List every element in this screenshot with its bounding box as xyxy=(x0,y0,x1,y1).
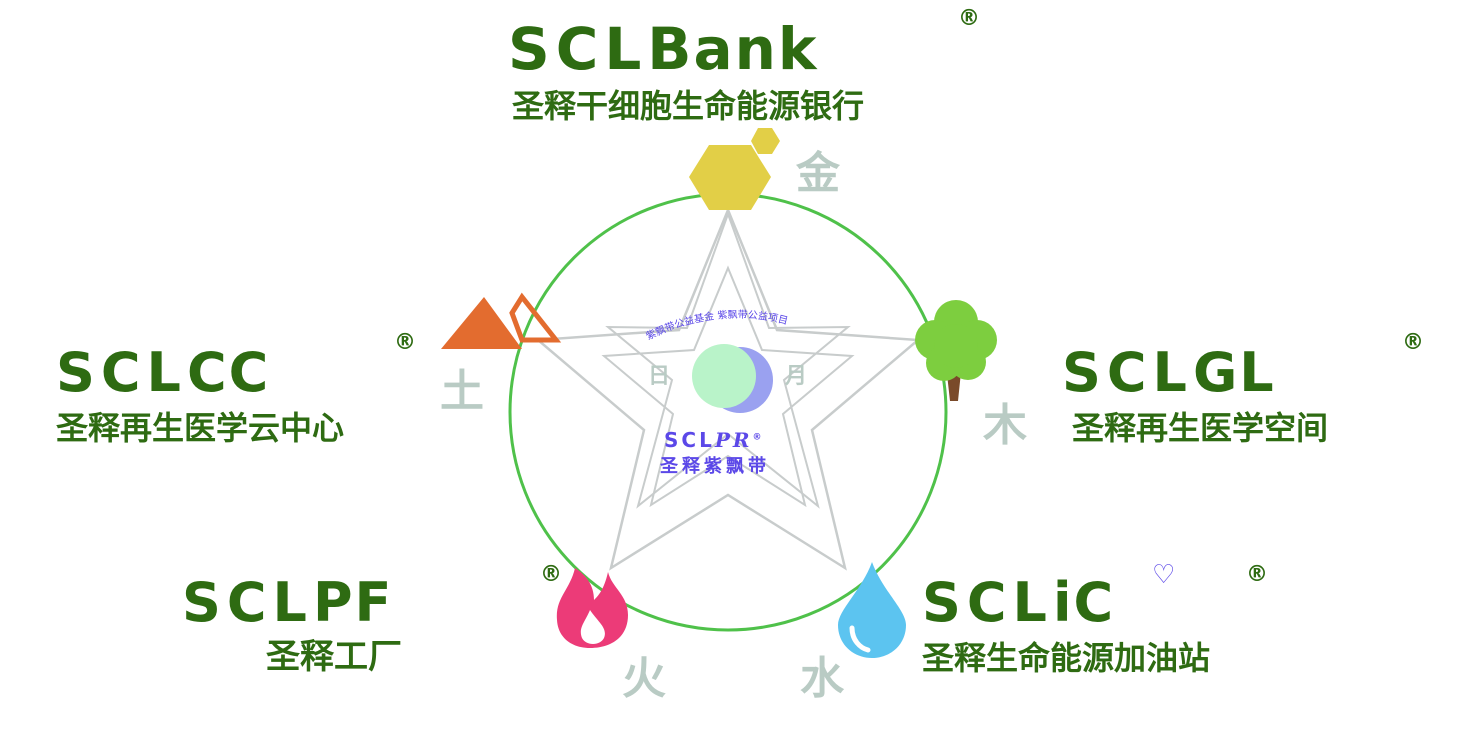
brand-water-suffix: iC xyxy=(1052,571,1116,634)
element-metal: 金 xyxy=(796,148,840,199)
reg-mark-earth: ® xyxy=(394,330,416,355)
cycle-ring xyxy=(508,192,948,632)
subtitle-fire: 圣释工厂 xyxy=(266,637,402,677)
moon-label: 月 xyxy=(785,364,808,389)
sun-label: 日 xyxy=(648,364,671,389)
brand-water: SCLiC xyxy=(922,576,1115,630)
brand-metal-suffix: Bank xyxy=(647,15,819,83)
brand-metal: SCLBank xyxy=(508,20,819,78)
tree-icon xyxy=(915,300,997,401)
center-brand-cn: 圣释紫飘带 xyxy=(660,456,770,477)
subtitle-water: 圣释生命能源加油站 xyxy=(922,639,1211,677)
center-brand: SCLPR® xyxy=(664,428,765,452)
brand-fire-suffix: PF xyxy=(312,571,394,634)
subtitle-metal: 圣释干细胞生命能源银行 xyxy=(512,87,865,125)
element-wood: 木 xyxy=(983,400,1027,451)
water-drop-icon xyxy=(838,562,906,658)
brand-wood: SCLGL xyxy=(1062,346,1276,400)
brand-earth-suffix: CC xyxy=(186,341,271,404)
brand-wood-suffix: GL xyxy=(1192,341,1276,404)
outer-star xyxy=(605,211,851,509)
brand-fire-prefix: SCL xyxy=(182,571,313,634)
brand-earth: SCLCC xyxy=(56,346,270,400)
brand-earth-prefix: SCL xyxy=(56,341,187,404)
brand-wood-prefix: SCL xyxy=(1062,341,1193,404)
heart-icon: ♡ xyxy=(1152,560,1176,590)
reg-mark-wood: ® xyxy=(1402,330,1424,355)
brand-metal-prefix: SCL xyxy=(508,15,648,83)
flame-icon xyxy=(556,568,628,648)
reg-mark-metal: ® xyxy=(958,6,980,31)
brand-water-prefix: SCL xyxy=(922,571,1053,634)
center-brand-script: PR xyxy=(714,428,753,452)
subtitle-earth: 圣释再生医学云中心 xyxy=(56,409,345,447)
outer-star-shape xyxy=(534,206,922,571)
hexagon-icon xyxy=(689,128,780,210)
brand-fire: SCLPF xyxy=(182,576,393,630)
reg-mark-fire: ® xyxy=(540,562,562,587)
element-earth: 土 xyxy=(440,366,484,417)
mountain-icon xyxy=(441,292,562,349)
element-water: 水 xyxy=(800,653,844,704)
reg-mark-water: ® xyxy=(1246,562,1268,587)
inner-star-shape xyxy=(601,265,855,508)
sun-icon xyxy=(692,344,756,408)
element-fire: 火 xyxy=(622,653,666,704)
subtitle-wood: 圣释再生医学空间 xyxy=(1072,409,1329,447)
center-reg-mark: ® xyxy=(752,432,765,443)
center-brand-latin: SCL xyxy=(664,428,715,452)
